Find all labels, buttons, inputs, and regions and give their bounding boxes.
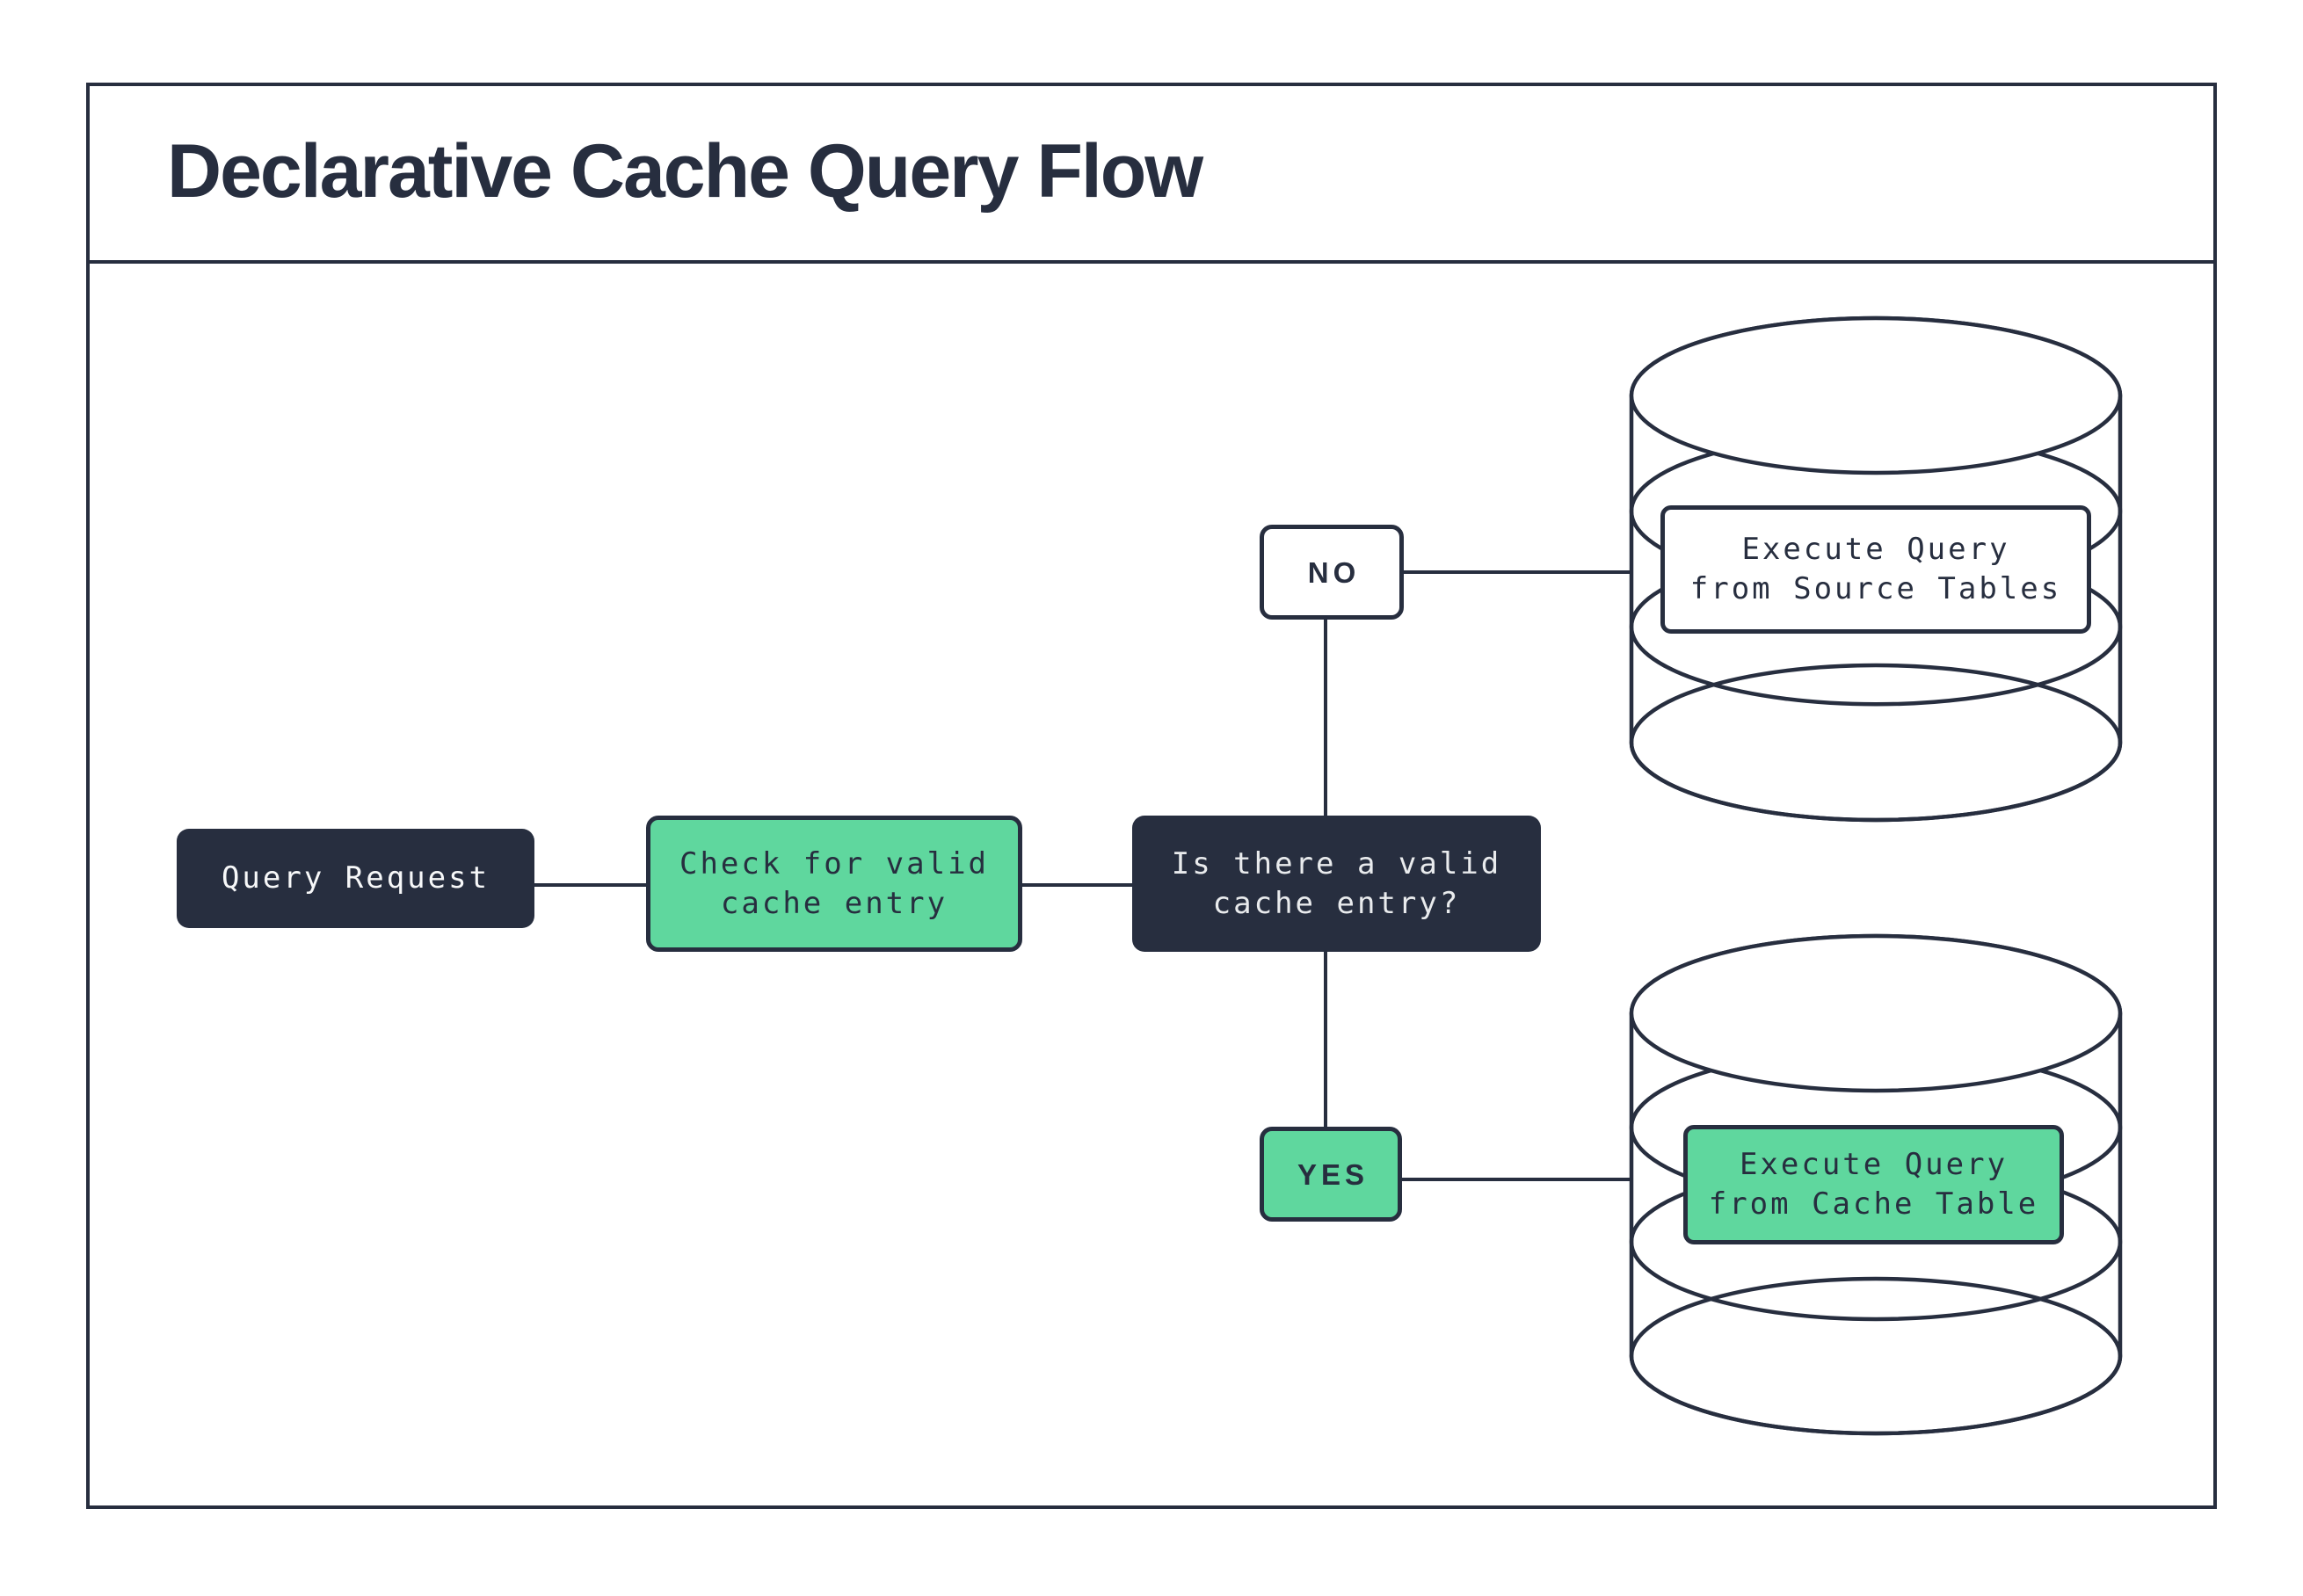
- node-execute-cache-label-line1: Execute Query: [1739, 1147, 2009, 1182]
- source-db-disk-seam: [1629, 663, 2123, 823]
- node-decision-label-line2: cache entry?: [1212, 885, 1461, 921]
- node-execute-cache-label-line2: from Cache Table: [1708, 1186, 2039, 1222]
- node-execute-source-tables: Execute Query from Source Tables: [1660, 505, 2091, 634]
- title-bar: [86, 83, 2217, 264]
- node-execute-cache-table: Execute Query from Cache Table: [1683, 1125, 2064, 1244]
- node-check-cache-label-line1: Check for valid: [679, 845, 990, 881]
- node-execute-source-label-line1: Execute Query: [1741, 532, 2010, 567]
- node-query-request: Query Request: [177, 829, 534, 928]
- node-execute-source-label-line2: from Source Tables: [1689, 571, 2062, 606]
- cache-db-cylinder-lid: [1629, 933, 2123, 1093]
- node-decision-valid-cache: Is there a valid cache entry?: [1132, 816, 1541, 952]
- node-check-cache: Check for valid cache entry: [646, 816, 1022, 952]
- source-db-cylinder-lid: [1629, 316, 2123, 475]
- edge-yes-text: YES: [1297, 1157, 1369, 1191]
- edge-no-text: NO: [1307, 555, 1361, 589]
- edge-label-no: NO: [1260, 525, 1404, 620]
- edge-label-yes: YES: [1260, 1127, 1402, 1222]
- node-decision-label-line1: Is there a valid: [1171, 845, 1502, 881]
- cache-db-disk-seam: [1629, 1276, 2123, 1436]
- node-check-cache-label-line2: cache entry: [720, 885, 948, 921]
- node-query-request-label: Query Request: [221, 860, 490, 896]
- page-title: Declarative Cache Query Flow: [167, 129, 1203, 214]
